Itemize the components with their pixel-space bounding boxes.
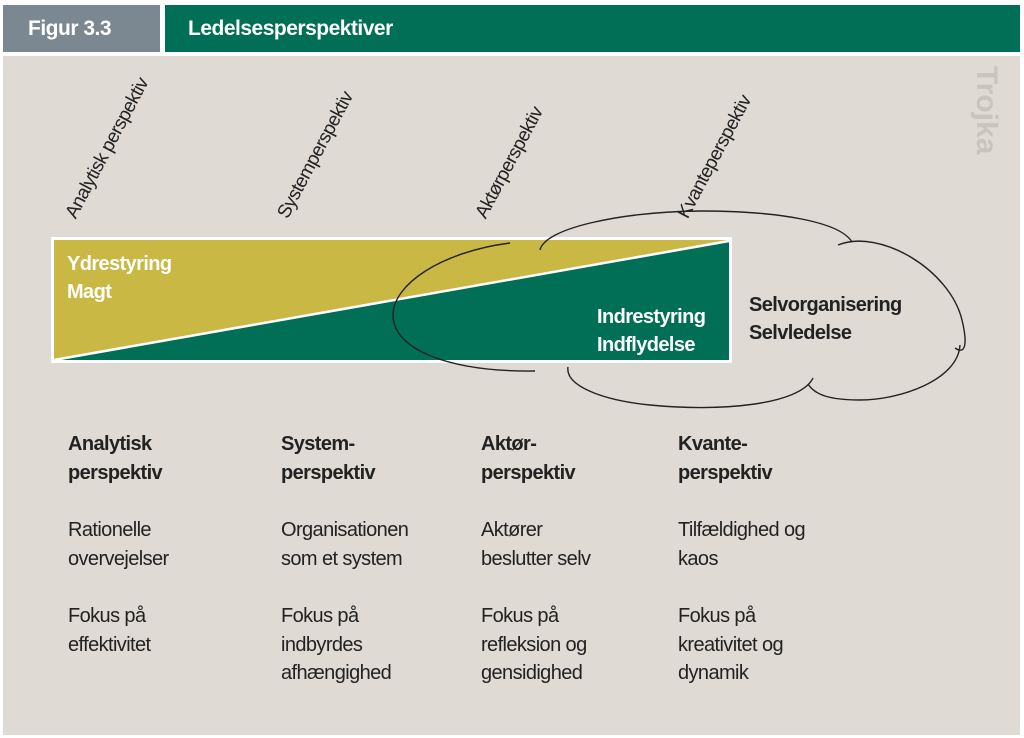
- column-heading: perspektiv: [281, 461, 376, 484]
- column-heading: Kvante-: [678, 433, 748, 455]
- diagonal-line: [53, 239, 730, 362]
- column-focus: gensidighed: [481, 662, 583, 684]
- column-focus: refleksion og: [481, 633, 587, 656]
- column-heading: System-: [281, 433, 355, 455]
- column-desc: Aktører: [481, 519, 543, 541]
- label-ydrestyring: Ydrestyring: [67, 253, 172, 275]
- column-focus: Fokus på: [68, 605, 146, 627]
- figure-title: Ledelsesperspektiver: [165, 5, 1020, 52]
- column-system: System- perspektiv Organisationen som et…: [281, 430, 471, 688]
- column-focus: indbyrdes: [281, 633, 363, 656]
- column-analytisk: Analytisk perspektiv Rationelle overveje…: [68, 430, 258, 659]
- column-heading: perspektiv: [481, 461, 576, 484]
- column-focus: Fokus på: [481, 605, 559, 627]
- figure-label: Figur 3.3: [3, 5, 160, 52]
- column-desc: Rationelle: [68, 519, 152, 541]
- column-focus: effektivitet: [68, 633, 151, 656]
- column-focus: Fokus på: [678, 605, 756, 627]
- label-indflydelse: Indflydelse: [597, 334, 695, 356]
- column-desc: overvejelser: [68, 547, 169, 570]
- column-focus: afhængighed: [281, 662, 392, 684]
- column-desc: Organisationen: [281, 519, 409, 541]
- figure-panel: [3, 56, 1020, 735]
- column-desc: Tilfældighed og: [678, 519, 806, 541]
- label-indrestyring: Indrestyring: [597, 306, 706, 328]
- column-kvante: Kvante- perspektiv Tilfældighed og kaos …: [678, 430, 868, 688]
- column-heading: Aktør-: [481, 433, 537, 455]
- column-focus: kreativitet og: [678, 633, 784, 656]
- column-heading: Analytisk: [68, 433, 152, 455]
- column-focus: Fokus på: [281, 605, 359, 627]
- label-selvledelse: Selvledelse: [749, 322, 852, 344]
- column-desc: kaos: [678, 547, 718, 570]
- column-desc: som et system: [281, 547, 403, 570]
- cloud-outline: [392, 210, 966, 409]
- column-focus: dynamik: [678, 662, 749, 684]
- label-magt: Magt: [67, 281, 112, 303]
- label-selvorganisering: Selvorganisering: [749, 294, 902, 316]
- column-aktor: Aktør- perspektiv Aktører beslutter selv…: [481, 430, 671, 688]
- column-desc: beslutter selv: [481, 547, 591, 570]
- column-heading: perspektiv: [68, 461, 163, 484]
- column-heading: perspektiv: [678, 461, 773, 484]
